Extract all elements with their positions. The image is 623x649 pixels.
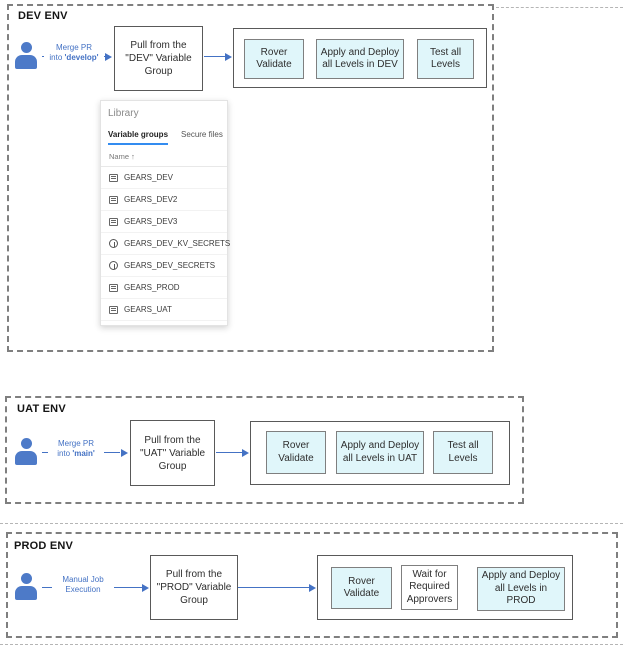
dev-env-title: DEV ENV bbox=[18, 10, 68, 22]
pull-box-line: Pull from the bbox=[130, 40, 187, 51]
column-header-name[interactable]: Name ↑ bbox=[101, 145, 227, 167]
key-vault-icon bbox=[109, 239, 118, 248]
dotted-guide-top-right bbox=[496, 7, 623, 8]
uat-env-title: UAT ENV bbox=[17, 403, 66, 415]
uat-pull-variable-group-box: Pull from the "UAT" Variable Group bbox=[130, 420, 215, 486]
prod-step-wait-approvers: Wait for Required Approvers bbox=[401, 565, 458, 610]
prod-trigger-label: Manual Job Execution bbox=[52, 574, 114, 595]
prod-step-rover-validate: Rover Validate bbox=[331, 567, 392, 609]
dev-step-test-all-levels: Test all Levels bbox=[417, 39, 474, 79]
prod-env-boundary bbox=[6, 532, 618, 638]
library-panel: Library Variable groups Secure files Nam… bbox=[100, 100, 231, 326]
sort-ascending-icon: ↑ bbox=[131, 152, 135, 161]
pull-box-line: "UAT" Variable bbox=[139, 447, 206, 459]
person-torso bbox=[15, 586, 37, 600]
row-label: GEARS_DEV2 bbox=[124, 195, 178, 204]
uat-step-test-all-levels: Test all Levels bbox=[433, 431, 493, 474]
variable-group-icon bbox=[109, 305, 118, 314]
dev-flow-arrowhead-icon bbox=[225, 53, 232, 61]
trigger-line1: Merge PR bbox=[55, 43, 92, 52]
variable-group-row[interactable]: GEARS_DEV_KV_SECRETS bbox=[101, 233, 231, 255]
prod-trigger-arrowhead-icon bbox=[142, 584, 149, 592]
key-vault-icon bbox=[109, 261, 118, 270]
pull-box-line: Group bbox=[144, 66, 173, 77]
tab-secure-files[interactable]: Secure files bbox=[181, 130, 223, 139]
prod-steps-container: Rover Validate Wait for Required Approve… bbox=[317, 555, 573, 620]
prod-step-apply-deploy: Apply and Deploy all Levels in PROD bbox=[477, 567, 565, 611]
dev-flow-arrow bbox=[204, 56, 226, 57]
pull-box-line: Pull from the bbox=[165, 569, 223, 580]
variable-group-row[interactable]: GEARS_PROD bbox=[101, 277, 227, 299]
variable-group-row[interactable]: GEARS_DEV3 bbox=[101, 211, 227, 233]
row-label: GEARS_DEV_SECRETS bbox=[124, 261, 216, 270]
dev-step-apply-deploy: Apply and Deploy all Levels in DEV bbox=[316, 39, 404, 79]
library-tabs: Variable groups Secure files bbox=[101, 119, 227, 145]
dev-person-icon bbox=[14, 42, 38, 72]
dev-step-rover-validate: Rover Validate bbox=[244, 39, 304, 79]
pull-box-line: "PROD" Variable bbox=[156, 582, 232, 593]
pull-box-line: Pull from the bbox=[144, 434, 201, 446]
row-label: GEARS_DEV3 bbox=[124, 217, 178, 226]
tab-variable-groups[interactable]: Variable groups bbox=[108, 130, 169, 145]
row-label: GEARS_UAT bbox=[124, 305, 172, 314]
row-label: GEARS_PROD bbox=[124, 283, 180, 292]
person-torso bbox=[15, 55, 37, 69]
variable-group-icon bbox=[109, 283, 118, 292]
pull-box-line: "DEV" Variable bbox=[125, 53, 192, 64]
prod-env-title: PROD ENV bbox=[14, 540, 74, 552]
pull-box-line: Group bbox=[158, 460, 187, 472]
prod-flow-arrowhead-icon bbox=[309, 584, 316, 592]
variable-group-row[interactable]: GEARS_UAT bbox=[101, 299, 227, 321]
person-head bbox=[20, 438, 32, 449]
variable-group-icon bbox=[109, 195, 118, 204]
uat-steps-container: Rover Validate Apply and Deploy all Leve… bbox=[250, 421, 510, 485]
person-head bbox=[20, 42, 32, 53]
library-title: Library bbox=[108, 108, 139, 119]
trigger-line2: into 'develop' bbox=[49, 52, 99, 62]
uat-env-boundary bbox=[5, 396, 524, 504]
library-row-list: GEARS_DEV GEARS_DEV2 GEARS_DEV3 GEARS_DE… bbox=[101, 167, 231, 321]
person-torso bbox=[15, 451, 37, 465]
uat-step-rover-validate: Rover Validate bbox=[266, 431, 326, 474]
dotted-guide-bottom bbox=[0, 644, 623, 645]
variable-group-row[interactable]: GEARS_DEV_SECRETS bbox=[101, 255, 227, 277]
uat-trigger-label: Merge PR into 'main' bbox=[48, 438, 104, 459]
variable-group-icon bbox=[109, 217, 118, 226]
trigger-line2: into 'main' bbox=[57, 448, 95, 458]
dev-env-boundary bbox=[7, 4, 494, 352]
pull-box-line: Group bbox=[180, 595, 208, 606]
variable-group-icon bbox=[109, 173, 118, 182]
dev-trigger-arrowhead-icon bbox=[105, 53, 112, 61]
trigger-line1: Merge PR bbox=[57, 439, 94, 448]
uat-trigger-arrowhead-icon bbox=[121, 449, 128, 457]
uat-flow-arrowhead-icon bbox=[242, 449, 249, 457]
uat-flow-arrow bbox=[216, 452, 243, 453]
dev-steps-container: Rover Validate Apply and Deploy all Leve… bbox=[233, 28, 487, 88]
row-label: GEARS_DEV bbox=[124, 173, 173, 182]
variable-group-row[interactable]: GEARS_DEV2 bbox=[101, 189, 227, 211]
uat-step-apply-deploy: Apply and Deploy all Levels in UAT bbox=[336, 431, 424, 474]
prod-person-icon bbox=[14, 573, 38, 603]
dotted-guide-upper bbox=[0, 523, 623, 524]
trigger-line2: Execution bbox=[65, 584, 101, 594]
prod-pull-variable-group-box: Pull from the "PROD" Variable Group bbox=[150, 555, 238, 620]
dev-trigger-label: Merge PR into 'develop' bbox=[44, 42, 104, 63]
dev-pull-variable-group-box: Pull from the "DEV" Variable Group bbox=[114, 26, 203, 91]
prod-flow-arrow bbox=[238, 587, 310, 588]
trigger-line1: Manual Job bbox=[62, 575, 104, 584]
person-head bbox=[20, 573, 32, 584]
variable-group-row[interactable]: GEARS_DEV bbox=[101, 167, 227, 189]
uat-person-icon bbox=[14, 438, 38, 468]
row-label: GEARS_DEV_KV_SECRETS bbox=[124, 239, 231, 248]
